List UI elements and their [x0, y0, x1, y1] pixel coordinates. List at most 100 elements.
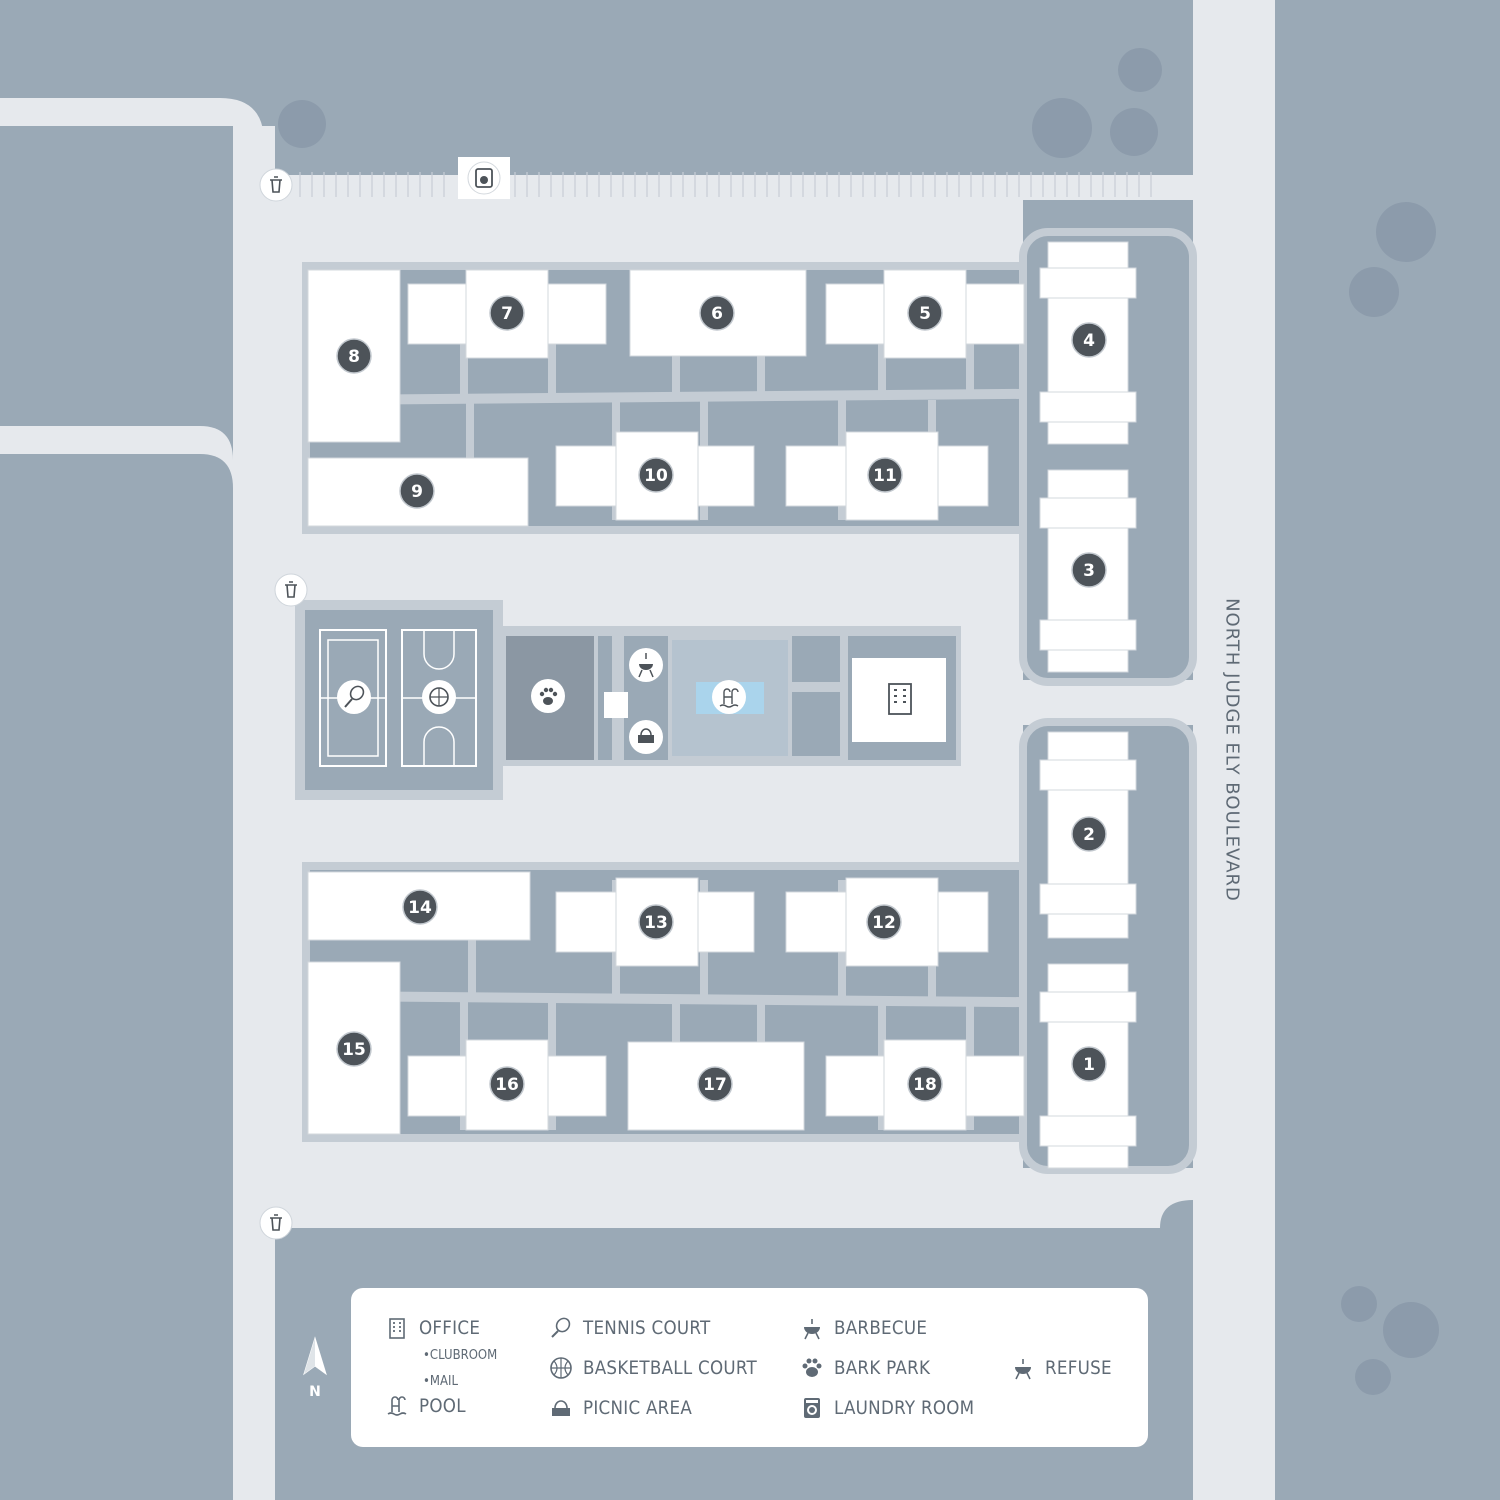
building-number: 16 — [495, 1075, 519, 1095]
legend-barbecue: BARBECUE — [800, 1316, 940, 1340]
building-marker-9[interactable]: 9 — [399, 473, 435, 509]
building-marker-circle — [1071, 552, 1107, 588]
building-marker-circle — [336, 338, 372, 374]
office-building — [852, 658, 946, 742]
legend-pool: POOL — [385, 1394, 472, 1418]
legend-basketball: BASKETBALL COURT — [549, 1356, 781, 1380]
building-marker-4[interactable]: 4 — [1071, 322, 1107, 358]
building-marker-18[interactable]: 18 — [907, 1066, 943, 1102]
building-marker-14[interactable]: 14 — [402, 889, 438, 925]
building-number: 13 — [644, 913, 668, 933]
building-marker-circle — [866, 904, 902, 940]
building-number: 6 — [711, 304, 723, 324]
building-marker-circle — [336, 1031, 372, 1067]
legend-basketball-label: BASKETBALL COURT — [583, 1357, 758, 1379]
refuse-marker-nw[interactable] — [259, 168, 293, 202]
building-marker-circle — [907, 295, 943, 331]
building-marker-circle — [697, 1066, 733, 1102]
legend-refuse: REFUSE — [1011, 1356, 1121, 1380]
building-marker-circle — [638, 457, 674, 493]
refuse-marker-sw[interactable] — [259, 1206, 293, 1240]
tennis-racket-icon — [551, 1317, 571, 1338]
building-number: 9 — [411, 482, 423, 502]
legend-office: OFFICE — [385, 1316, 489, 1340]
north-label: N — [309, 1384, 321, 1400]
building-number: 15 — [342, 1040, 366, 1060]
building-number: 11 — [873, 466, 897, 486]
legend-picnic: PICNIC AREA — [549, 1396, 707, 1420]
building-marker-circle — [399, 473, 435, 509]
legend-laundry: LAUNDRY ROOM — [800, 1396, 994, 1420]
building-marker-circle — [402, 889, 438, 925]
building-number: 3 — [1083, 561, 1095, 581]
legend: OFFICE •CLUBROOM •MAIL POOL TENNIS COURT… — [351, 1288, 1148, 1447]
building-marker-7[interactable]: 7 — [489, 295, 525, 331]
office-marker[interactable] — [888, 683, 912, 715]
trash-can-icon — [1015, 1359, 1031, 1380]
building-number: 8 — [348, 347, 360, 367]
legend-picnic-label: PICNIC AREA — [583, 1397, 693, 1419]
barbecue-marker[interactable] — [629, 648, 663, 682]
building-number: 17 — [703, 1075, 727, 1095]
building-marker-circle — [489, 1066, 525, 1102]
building-marker-16[interactable]: 16 — [489, 1066, 525, 1102]
washing-machine-icon — [804, 1398, 820, 1418]
legend-mail-label: •MAIL — [423, 1374, 458, 1389]
legend-tennis-label: TENNIS COURT — [583, 1317, 711, 1339]
legend-office-label: OFFICE — [419, 1317, 481, 1339]
legend-refuse-label: REFUSE — [1045, 1357, 1112, 1379]
building-number: 1 — [1083, 1055, 1095, 1075]
refuse-markers — [259, 168, 308, 1240]
building-marker-5[interactable]: 5 — [907, 295, 943, 331]
building-number: 18 — [913, 1075, 937, 1095]
office-building-icon — [389, 1318, 405, 1339]
legend-clubroom-label: •CLUBROOM — [423, 1348, 498, 1363]
building-marker-2[interactable]: 2 — [1071, 816, 1107, 852]
amenity-markers — [337, 157, 912, 754]
building-marker-17[interactable]: 17 — [697, 1066, 733, 1102]
legend-bark-park-label: BARK PARK — [834, 1357, 931, 1379]
legend-laundry-label: LAUNDRY ROOM — [834, 1397, 975, 1419]
building-marker-circle — [699, 295, 735, 331]
building-marker-6[interactable]: 6 — [699, 295, 735, 331]
tennis-marker[interactable] — [337, 680, 371, 714]
building-marker-15[interactable]: 15 — [336, 1031, 372, 1067]
building-marker-10[interactable]: 10 — [638, 457, 674, 493]
building-number: 7 — [501, 304, 513, 324]
basketball-marker[interactable] — [422, 680, 456, 714]
parking-stripes — [299, 172, 1152, 197]
building-marker-circle — [638, 904, 674, 940]
refuse-marker-w[interactable] — [274, 573, 308, 607]
north-arrow-icon: N — [303, 1336, 327, 1400]
bark-park-marker[interactable] — [531, 679, 565, 713]
building-marker-circle — [867, 457, 903, 493]
building-number: 2 — [1083, 825, 1095, 845]
building-marker-circle — [1071, 816, 1107, 852]
legend-bark-park: BARK PARK — [800, 1356, 943, 1380]
basketball-icon — [550, 1357, 572, 1379]
building-number: 4 — [1083, 331, 1095, 351]
building-number: 10 — [644, 466, 668, 486]
paw-icon — [802, 1358, 822, 1377]
grill-icon — [804, 1319, 820, 1340]
building-marker-circle — [1071, 322, 1107, 358]
pool-marker[interactable] — [712, 680, 746, 714]
legend-pool-label: POOL — [419, 1395, 466, 1417]
pool-ladder-icon — [387, 1396, 407, 1416]
street-label: NORTH JUDGE ELY BOULEVARD — [1221, 598, 1243, 902]
building-marker-3[interactable]: 3 — [1071, 552, 1107, 588]
laundry-marker[interactable] — [458, 157, 510, 199]
building-marker-12[interactable]: 12 — [866, 904, 902, 940]
legend-tennis: TENNIS COURT — [549, 1316, 728, 1340]
building-marker-circle — [1071, 1046, 1107, 1082]
picnic-marker[interactable] — [629, 720, 663, 754]
building-marker-circle — [907, 1066, 943, 1102]
building-marker-11[interactable]: 11 — [867, 457, 903, 493]
building-marker-13[interactable]: 13 — [638, 904, 674, 940]
building-number: 12 — [872, 913, 896, 933]
building-marker-1[interactable]: 1 — [1071, 1046, 1107, 1082]
legend-barbecue-label: BARBECUE — [834, 1317, 928, 1339]
building-marker-8[interactable]: 8 — [336, 338, 372, 374]
